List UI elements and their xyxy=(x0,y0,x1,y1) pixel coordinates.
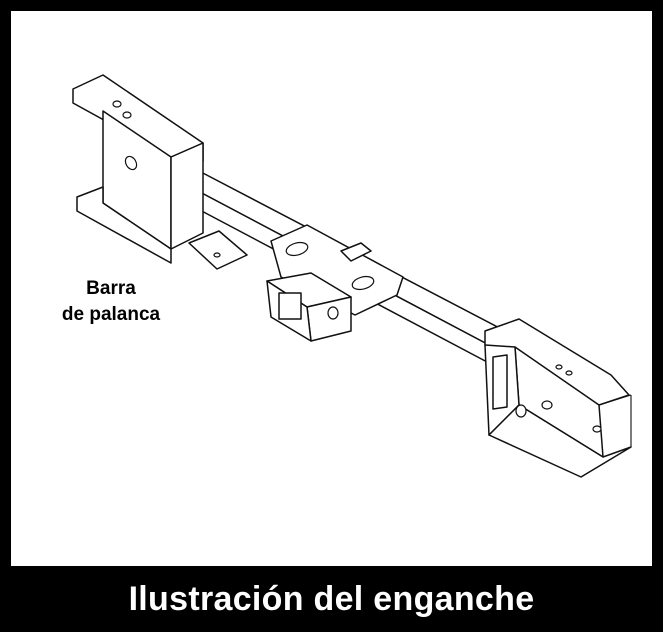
callout-line-1: Barra xyxy=(86,278,136,299)
bolt-hole xyxy=(112,100,122,108)
right-mounting-bracket xyxy=(484,318,632,478)
bolt-hole xyxy=(122,111,132,119)
title-bar: Ilustración del enganche xyxy=(0,566,663,632)
bolt-hole xyxy=(213,252,221,258)
bolt-hole xyxy=(592,425,602,433)
safety-chain-tab xyxy=(188,230,248,270)
figure-title: Ilustración del enganche xyxy=(128,579,535,618)
hitch-receiver-drawing xyxy=(72,74,632,478)
bolt-hole xyxy=(565,370,573,376)
bolt-hole xyxy=(124,155,138,171)
illustration-panel: Barra de palanca xyxy=(11,11,652,566)
pin-hole xyxy=(285,241,309,257)
left-mounting-bracket xyxy=(72,74,204,264)
bolt-hole xyxy=(555,364,563,370)
center-mounting-plate xyxy=(270,224,404,316)
receiver-tube xyxy=(266,272,352,342)
bolt-hole xyxy=(515,404,527,418)
bolt-hole xyxy=(541,400,553,410)
lever-bar-callout: Barra de palanca xyxy=(51,276,171,328)
callout-line-2: de palanca xyxy=(61,304,161,325)
pin-hole xyxy=(351,275,375,291)
hitch-pin-hole xyxy=(327,306,339,320)
